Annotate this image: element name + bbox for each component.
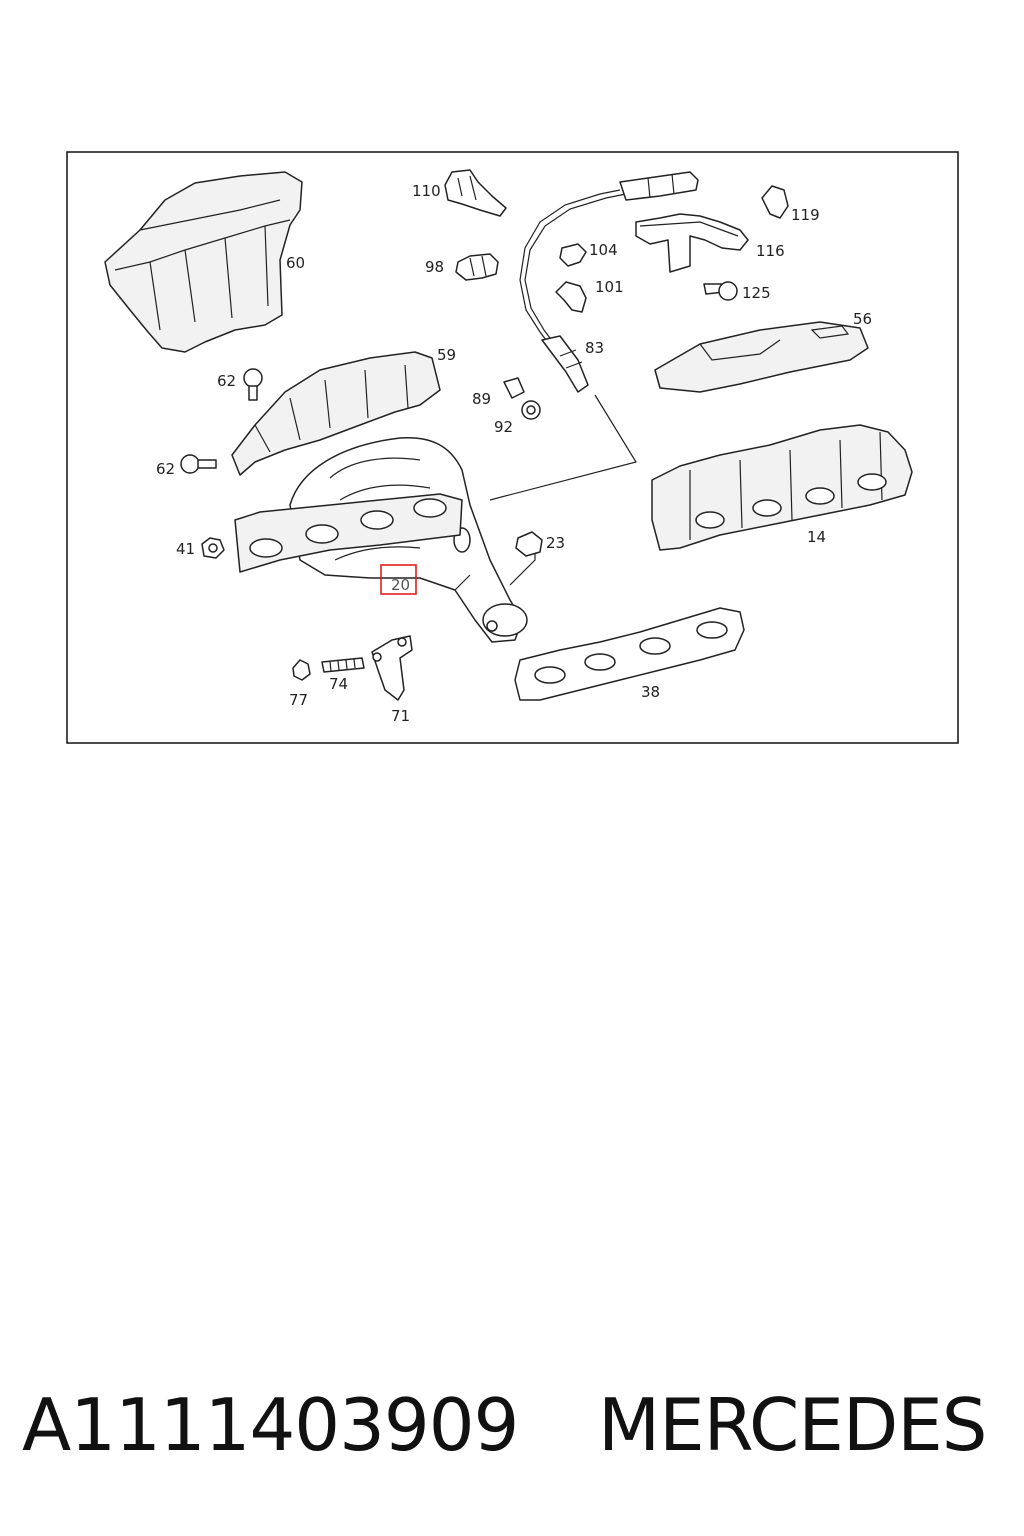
label-62-upper: 62 (217, 372, 236, 390)
highlight-box-part-20 (380, 564, 417, 595)
part-71-bracket[interactable] (371, 635, 413, 701)
label-59: 59 (437, 346, 456, 364)
label-125: 125 (742, 284, 771, 302)
label-101: 101 (595, 278, 624, 296)
part-89-plug[interactable] (503, 377, 525, 399)
caption: A1111403909 MERCEDES (0, 1370, 1024, 1480)
label-56: 56 (853, 310, 872, 328)
label-71: 71 (391, 707, 410, 725)
part-77-nut[interactable] (292, 659, 311, 681)
part-92-seal-ring[interactable] (521, 400, 541, 420)
label-104: 104 (589, 241, 618, 259)
label-74: 74 (329, 675, 348, 693)
label-62-lower: 62 (156, 460, 175, 478)
part-125-bolt[interactable] (703, 281, 738, 301)
part-14-exhaust-manifold[interactable] (651, 424, 913, 551)
part-110-clip[interactable] (444, 169, 507, 217)
part-74-stud[interactable] (321, 657, 365, 673)
part-104-clamp[interactable] (559, 243, 587, 267)
part-62-bolt-upper[interactable] (243, 368, 263, 401)
part-98-clip[interactable] (455, 253, 499, 281)
label-92: 92 (494, 418, 513, 436)
label-60: 60 (286, 254, 305, 272)
part-62-bolt-lower[interactable] (180, 454, 217, 474)
label-83: 83 (585, 339, 604, 357)
label-116: 116 (756, 242, 785, 260)
part-23-nut[interactable] (515, 531, 543, 557)
part-41-nut[interactable] (201, 537, 225, 559)
label-38: 38 (641, 683, 660, 701)
label-14: 14 (807, 528, 826, 546)
label-119: 119 (791, 206, 820, 224)
label-41: 41 (176, 540, 195, 558)
part-119-clip[interactable] (761, 185, 789, 219)
part-59-heat-shield[interactable] (231, 351, 441, 476)
label-23: 23 (546, 534, 565, 552)
part-20-exhaust-manifold[interactable] (234, 436, 528, 643)
part-38-gasket[interactable] (514, 607, 745, 701)
part-56-cover[interactable] (654, 321, 869, 393)
part-60-heat-shield[interactable] (104, 171, 303, 353)
label-110: 110 (412, 182, 441, 200)
part-number: A1111403909 (22, 1383, 519, 1467)
label-98: 98 (425, 258, 444, 276)
part-101-clamp[interactable] (555, 281, 587, 313)
label-77: 77 (289, 691, 308, 709)
label-20-highlighted: 20 (391, 576, 410, 594)
part-116-bracket[interactable] (635, 213, 749, 273)
label-89: 89 (472, 390, 491, 408)
part-83-oxygen-sensor[interactable] (519, 171, 699, 393)
brand-name: MERCEDES (598, 1383, 987, 1467)
leader-line-83 (489, 394, 637, 501)
diagram-frame (66, 151, 959, 744)
